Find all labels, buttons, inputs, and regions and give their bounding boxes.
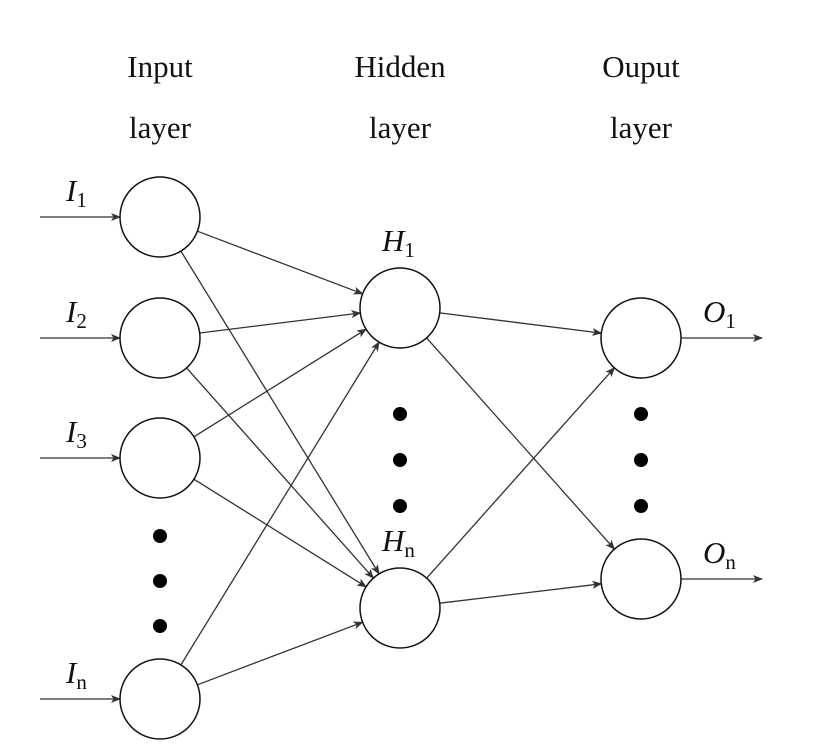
hidden-layer-title-line2: layer bbox=[369, 110, 432, 145]
hidden-layer-title: Hidden bbox=[354, 49, 446, 84]
input-layer-title-line2: layer bbox=[129, 110, 192, 145]
hidden-ellipsis-dot-2 bbox=[393, 453, 407, 467]
edge-in-h1 bbox=[180, 341, 380, 666]
input-node-i1 bbox=[119, 176, 201, 258]
output-layer-title-line2: layer bbox=[610, 110, 673, 145]
label-in: In bbox=[65, 655, 87, 694]
input-layer-title: Input bbox=[127, 49, 193, 84]
input-ellipsis-dot-2 bbox=[153, 574, 167, 588]
edge-i1-hn bbox=[180, 250, 380, 575]
edge-i1-h1 bbox=[197, 230, 364, 295]
input-ellipsis-dot-1 bbox=[153, 529, 167, 543]
edge-hn-o1 bbox=[426, 367, 616, 579]
output-ellipsis-dot-1 bbox=[634, 407, 648, 421]
output-ellipsis-dot-3 bbox=[634, 499, 648, 513]
output-ellipsis-dot-2 bbox=[634, 453, 648, 467]
edge-h1-on bbox=[426, 337, 616, 550]
label-h1: H1 bbox=[381, 223, 415, 262]
edge-i3-hn bbox=[193, 478, 367, 588]
connection-edges bbox=[180, 230, 616, 686]
output-node-o1 bbox=[600, 297, 682, 379]
hidden-ellipsis-dot-3 bbox=[393, 499, 407, 513]
edge-hn-on bbox=[439, 580, 603, 604]
edge-i3-h1 bbox=[193, 328, 367, 438]
edge-i2-h1 bbox=[199, 310, 362, 334]
input-node-in bbox=[119, 658, 201, 740]
label-i3: I3 bbox=[65, 414, 87, 453]
output-layer-title: Ouput bbox=[602, 49, 680, 84]
edge-i2-hn bbox=[186, 367, 375, 579]
edge-in-hn bbox=[197, 621, 364, 686]
label-i1: I1 bbox=[65, 173, 87, 212]
input-ellipsis-dot-3 bbox=[153, 619, 167, 633]
input-node-i2 bbox=[119, 297, 201, 379]
label-on: On bbox=[703, 535, 736, 574]
input-node-i3 bbox=[119, 417, 201, 499]
label-hn: Hn bbox=[381, 523, 415, 562]
hidden-ellipsis-dot-1 bbox=[393, 407, 407, 421]
label-i2: I2 bbox=[65, 294, 87, 333]
hidden-node-h1 bbox=[359, 267, 441, 349]
edge-h1-o1 bbox=[439, 312, 603, 336]
hidden-node-hn bbox=[359, 567, 441, 649]
label-o1: O1 bbox=[703, 294, 736, 333]
output-node-on bbox=[600, 538, 682, 620]
